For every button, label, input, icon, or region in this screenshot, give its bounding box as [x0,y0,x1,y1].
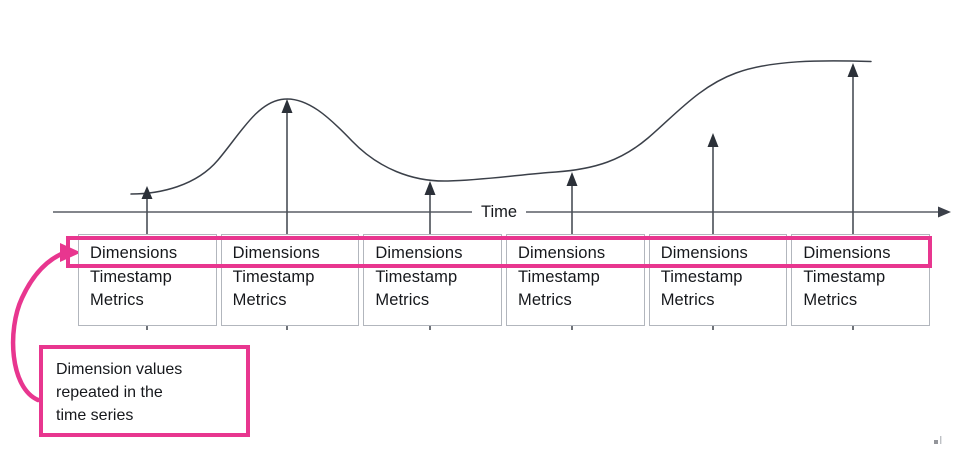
record-field-dimensions: Dimensions [803,244,891,262]
callout-box: Dimension values repeated in the time se… [39,345,250,437]
record-field-dimensions: Dimensions [232,244,320,262]
record-box-3[interactable]: Dimensions Timestamp Metrics [363,234,503,326]
record-field-timestamp: Timestamp [375,267,458,286]
record-field-timestamp: Timestamp [518,267,600,286]
record-field-dimensions: Dimensions [518,244,606,262]
record-box-4[interactable]: Dimensions Timestamp Metrics [506,234,645,326]
axis-arrowhead-icon [938,206,951,218]
callout-line-1: Dimension values [56,361,183,378]
record-field-dimensions: Dimensions [375,244,463,262]
record-box-6[interactable]: Dimensions Timestamp Metrics [791,234,931,326]
record-box-1[interactable]: Dimensions Timestamp Metrics [78,234,217,326]
record-field-metrics: Metrics [90,291,144,309]
record-box-2[interactable]: Dimensions Timestamp Metrics [220,234,360,326]
record-field-metrics: Metrics [518,291,572,309]
time-series-curve [130,60,872,195]
record-field-timestamp: Timestamp [803,267,886,286]
record-field-dimensions: Dimensions [90,244,178,262]
record-field-metrics: Metrics [232,291,287,309]
record-field-timestamp: Timestamp [232,267,315,286]
time-axis-label: Time [472,201,527,223]
record-box-row: Dimensions Timestamp Metrics Dimensions … [78,234,931,326]
corner-mark-icon [934,436,942,444]
callout-line-3: time series [56,407,134,424]
callout-line-2: repeated in the [56,384,163,401]
record-field-metrics: Metrics [803,291,858,309]
record-field-timestamp: Timestamp [90,267,172,286]
record-field-timestamp: Timestamp [660,267,743,286]
record-box-5[interactable]: Dimensions Timestamp Metrics [648,234,788,326]
record-field-metrics: Metrics [375,291,430,309]
record-field-metrics: Metrics [660,291,715,309]
record-field-dimensions: Dimensions [660,244,748,262]
